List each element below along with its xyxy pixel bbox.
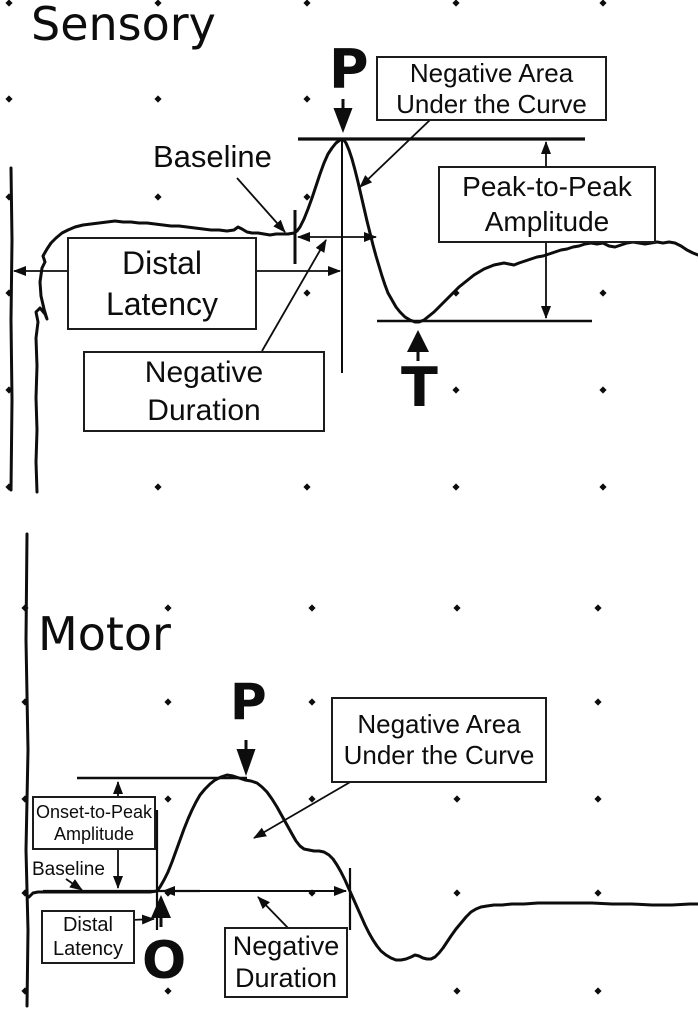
motor-grid-dots — [164, 987, 172, 995]
motor-grid-dots — [453, 604, 461, 612]
motor-grid-dots — [594, 795, 602, 803]
sensory-grid-dots — [599, 0, 607, 7]
sensory-distal-line1: Distal — [121, 244, 202, 281]
sensory-peak-triangle — [333, 108, 353, 133]
sensory-grid-dots — [303, 95, 311, 103]
sensory-negative-area-pointer — [359, 118, 432, 188]
motor-peak-triangle — [236, 749, 256, 776]
sensory-grid-dots — [5, 95, 13, 103]
motor-grid-dots — [308, 698, 316, 706]
sensory-trough-triangle — [407, 330, 429, 352]
motor-distal-line2: Latency — [52, 938, 124, 960]
sensory-negative-area-line1: Negative Area — [409, 57, 574, 88]
sensory-negative-area-line2: Under the Curve — [396, 88, 587, 119]
sensory-grid-dots — [452, 386, 460, 394]
sensory-grid-dots — [303, 193, 311, 201]
motor-grid-dots — [594, 987, 602, 995]
motor-panel-title: Motor — [38, 607, 171, 661]
sensory-grid-dots — [154, 0, 162, 7]
sensory-grid-dots — [599, 289, 607, 297]
motor-onset-to-peak-box: Onset-to-Peak Amplitude — [32, 796, 156, 850]
sensory-baseline-label: Baseline — [153, 139, 272, 174]
motor-grid-dots — [164, 604, 172, 612]
motor-negative-duration-pointer — [257, 896, 290, 930]
motor-grid-dots — [308, 604, 316, 612]
sensory-grid-dots — [599, 386, 607, 394]
sensory-grid-dots — [303, 289, 311, 297]
motor-baseline-pointer — [65, 878, 83, 891]
motor-negative-area-line1: Negative Area — [357, 708, 521, 739]
sensory-peak-label-p: P — [329, 38, 369, 101]
sensory-grid-dots — [154, 483, 162, 491]
sensory-grid-dots — [303, 0, 311, 7]
sensory-distal-line2: Latency — [105, 285, 219, 322]
motor-trace — [27, 773, 698, 962]
motor-negative-area-pointer — [253, 780, 353, 839]
motor-negative-duration-box: Negative Duration — [224, 927, 348, 998]
motor-grid-dots — [453, 889, 461, 897]
motor-grid-dots — [594, 889, 602, 897]
motor-onset-triangle — [151, 895, 171, 918]
motor-stimulus-artifact-line — [24, 532, 30, 1008]
motor-grid-dots — [308, 795, 316, 803]
sensory-grid-dots — [154, 95, 162, 103]
motor-negdur-line1: Negative — [232, 930, 340, 961]
sensory-peak-to-peak-box: Peak-to-Peak Amplitude — [438, 166, 656, 243]
sensory-grid-dots — [5, 0, 13, 7]
sensory-p2p-line2: Amplitude — [484, 205, 610, 237]
sensory-trough-label-t: T — [401, 356, 438, 419]
sensory-grid-dots — [452, 0, 460, 7]
motor-grid-dots — [594, 604, 602, 612]
motor-negative-area-box: Negative Area Under the Curve — [331, 697, 547, 783]
sensory-negative-duration-pointer — [261, 239, 327, 352]
sensory-negative-area-box: Negative Area Under the Curve — [376, 56, 607, 121]
sensory-grid-dots — [452, 483, 460, 491]
motor-baseline-label: Baseline — [32, 859, 105, 880]
sensory-baseline-pointer — [236, 177, 286, 233]
motor-peak-label-p: P — [230, 673, 267, 731]
motor-grid-dots — [164, 795, 172, 803]
sensory-grid-dots — [303, 483, 311, 491]
motor-grid-dots — [453, 987, 461, 995]
sensory-negdur-line1: Negative — [144, 356, 264, 389]
motor-negdur-line2: Duration — [234, 962, 338, 993]
sensory-stimulus-artifact-line — [9, 166, 14, 492]
motor-grid-dots — [594, 698, 602, 706]
motor-onset-label-o: O — [142, 931, 187, 991]
motor-grid-dots — [453, 795, 461, 803]
sensory-panel-title: Sensory — [31, 0, 216, 51]
motor-distal-latency-box: Distal Latency — [41, 910, 135, 964]
motor-onsetpeak-line2: Amplitude — [53, 824, 135, 844]
sensory-negative-duration-box: Negative Duration — [83, 351, 325, 432]
sensory-trace — [34, 137, 698, 494]
sensory-p2p-line1: Peak-to-Peak — [462, 171, 632, 203]
sensory-negdur-line2: Duration — [147, 393, 261, 427]
motor-grid-dots — [164, 698, 172, 706]
motor-distal-line1: Distal — [62, 914, 113, 936]
sensory-grid-dots — [154, 193, 162, 201]
sensory-distal-latency-box: Distal Latency — [67, 237, 257, 330]
motor-negative-area-line2: Under the Curve — [343, 740, 535, 770]
sensory-grid-dots — [599, 483, 607, 491]
motor-onsetpeak-line1: Onset-to-Peak — [35, 801, 153, 822]
